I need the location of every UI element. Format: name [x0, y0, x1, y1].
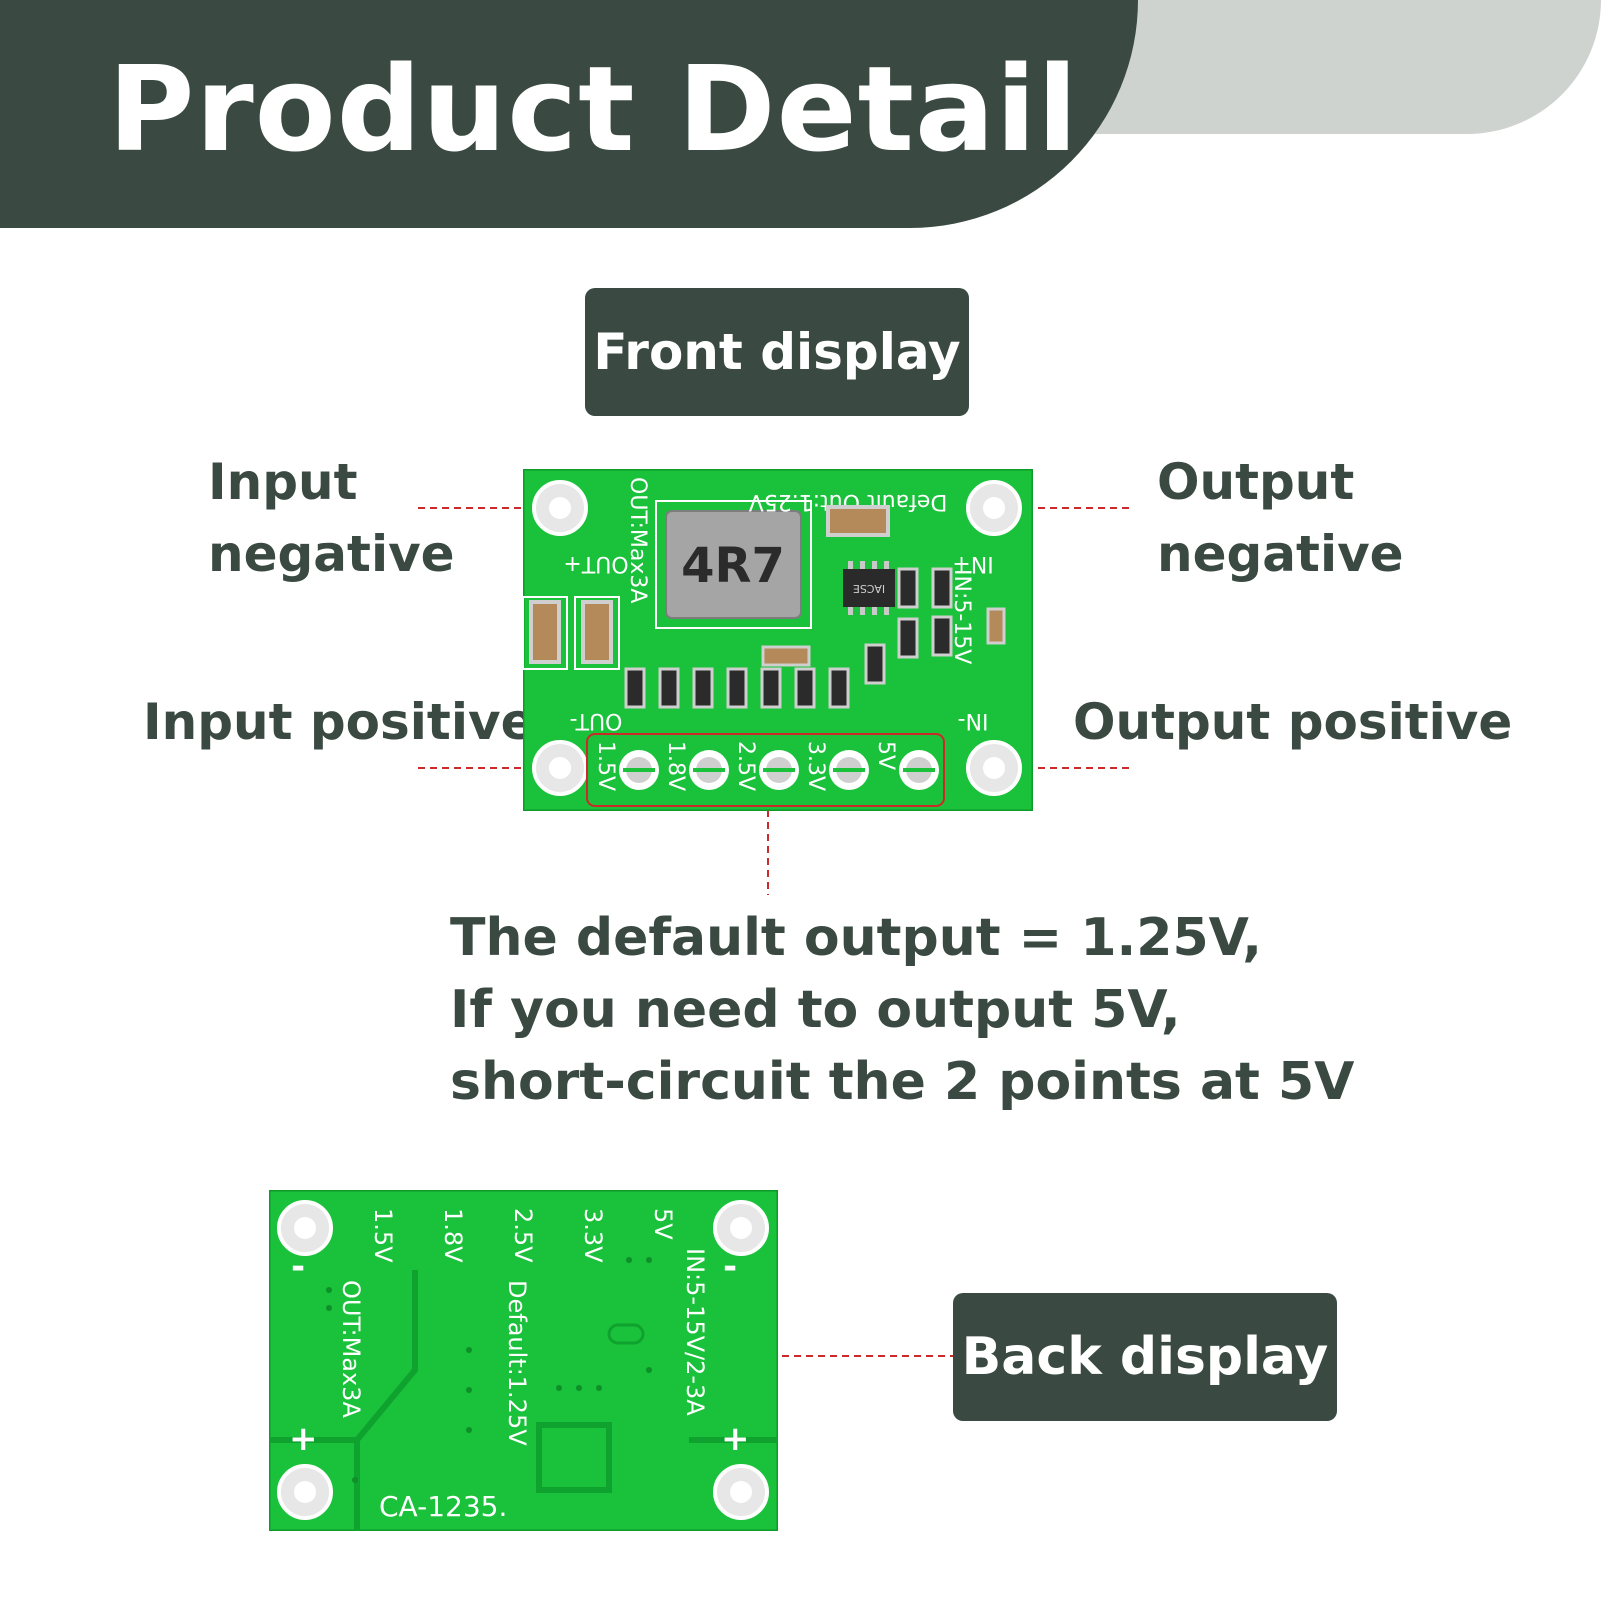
back-out-max: OUT:Max3A [337, 1280, 365, 1418]
back-board: 1.5V 1.8V 2.5V 3.3V 5V OUT:Max3A Default… [269, 1190, 778, 1531]
front-voltage-3-3: 3.3V [803, 741, 828, 791]
output-negative-line2: negative [1157, 525, 1404, 583]
page-title: Product Detail [108, 40, 1079, 178]
resistor-row [624, 567, 1006, 709]
front-voltage-1-5: 1.5V [593, 741, 618, 791]
default-output-description: The default output = 1.25V, If you need … [450, 902, 1354, 1118]
back-input-range: IN:5-15V/2-3A [681, 1248, 709, 1416]
in-minus-text: IN- [958, 708, 989, 733]
chip-marking: IACSE [853, 582, 885, 595]
back-plus-left: + [289, 1419, 318, 1459]
back-model: CA-1235. [379, 1490, 507, 1523]
back-plus-right: + [721, 1419, 750, 1459]
front-voltage-1-8: 1.8V [663, 741, 688, 791]
description-line-3: short-circuit the 2 points at 5V [450, 1052, 1355, 1112]
front-mounting-holes [532, 480, 1022, 796]
inductor [665, 510, 802, 619]
description-line-1: The default output = 1.25V, [450, 908, 1262, 968]
ic-chip [843, 569, 895, 607]
back-minus-right: - [723, 1247, 737, 1287]
inductor-marking: 4R7 [681, 538, 785, 594]
in-plus-text: IN+ [952, 551, 993, 576]
back-default: Default:1.25V [503, 1280, 531, 1446]
header-dark-band [0, 0, 1138, 228]
out-plus-text: OUT+ [563, 551, 628, 576]
back-voltage-2-5: 2.5V [509, 1208, 537, 1263]
front-voltage-5: 5V [873, 741, 898, 770]
back-voltage-1-8: 1.8V [439, 1208, 467, 1263]
back-voltage-5: 5V [649, 1208, 677, 1240]
back-mounting-holes [277, 1200, 769, 1520]
out-max-text: OUT:Max3A [625, 477, 650, 603]
front-display-label: Front display [585, 288, 969, 416]
input-negative-line1: Input [208, 453, 358, 511]
input-negative-line2: negative [208, 525, 455, 583]
input-positive-label: Input positive [143, 693, 535, 751]
front-board: 4R7 Default Out:1.25V OUT:Max3A OUT+ OUT… [523, 469, 1033, 811]
output-positive-label: Output positive [1073, 693, 1513, 751]
back-voltage-3-3: 3.3V [579, 1208, 607, 1263]
back-display-label: Back display [953, 1293, 1337, 1421]
output-negative-line1: Output [1157, 453, 1355, 511]
description-line-2: If you need to output 5V, [450, 980, 1181, 1040]
selector-pads [619, 750, 939, 790]
back-voltage-1-5: 1.5V [369, 1208, 397, 1263]
back-minus-left: - [291, 1247, 305, 1287]
front-capacitors [523, 505, 890, 670]
front-voltage-2-5: 2.5V [733, 741, 758, 791]
output-negative-label: Output negative [1157, 446, 1404, 590]
out-minus-text: OUT- [570, 708, 623, 733]
input-negative-label: Input negative [208, 446, 455, 590]
selector-highlight [586, 733, 945, 807]
input-range-text: IN:5-15V [949, 569, 974, 664]
